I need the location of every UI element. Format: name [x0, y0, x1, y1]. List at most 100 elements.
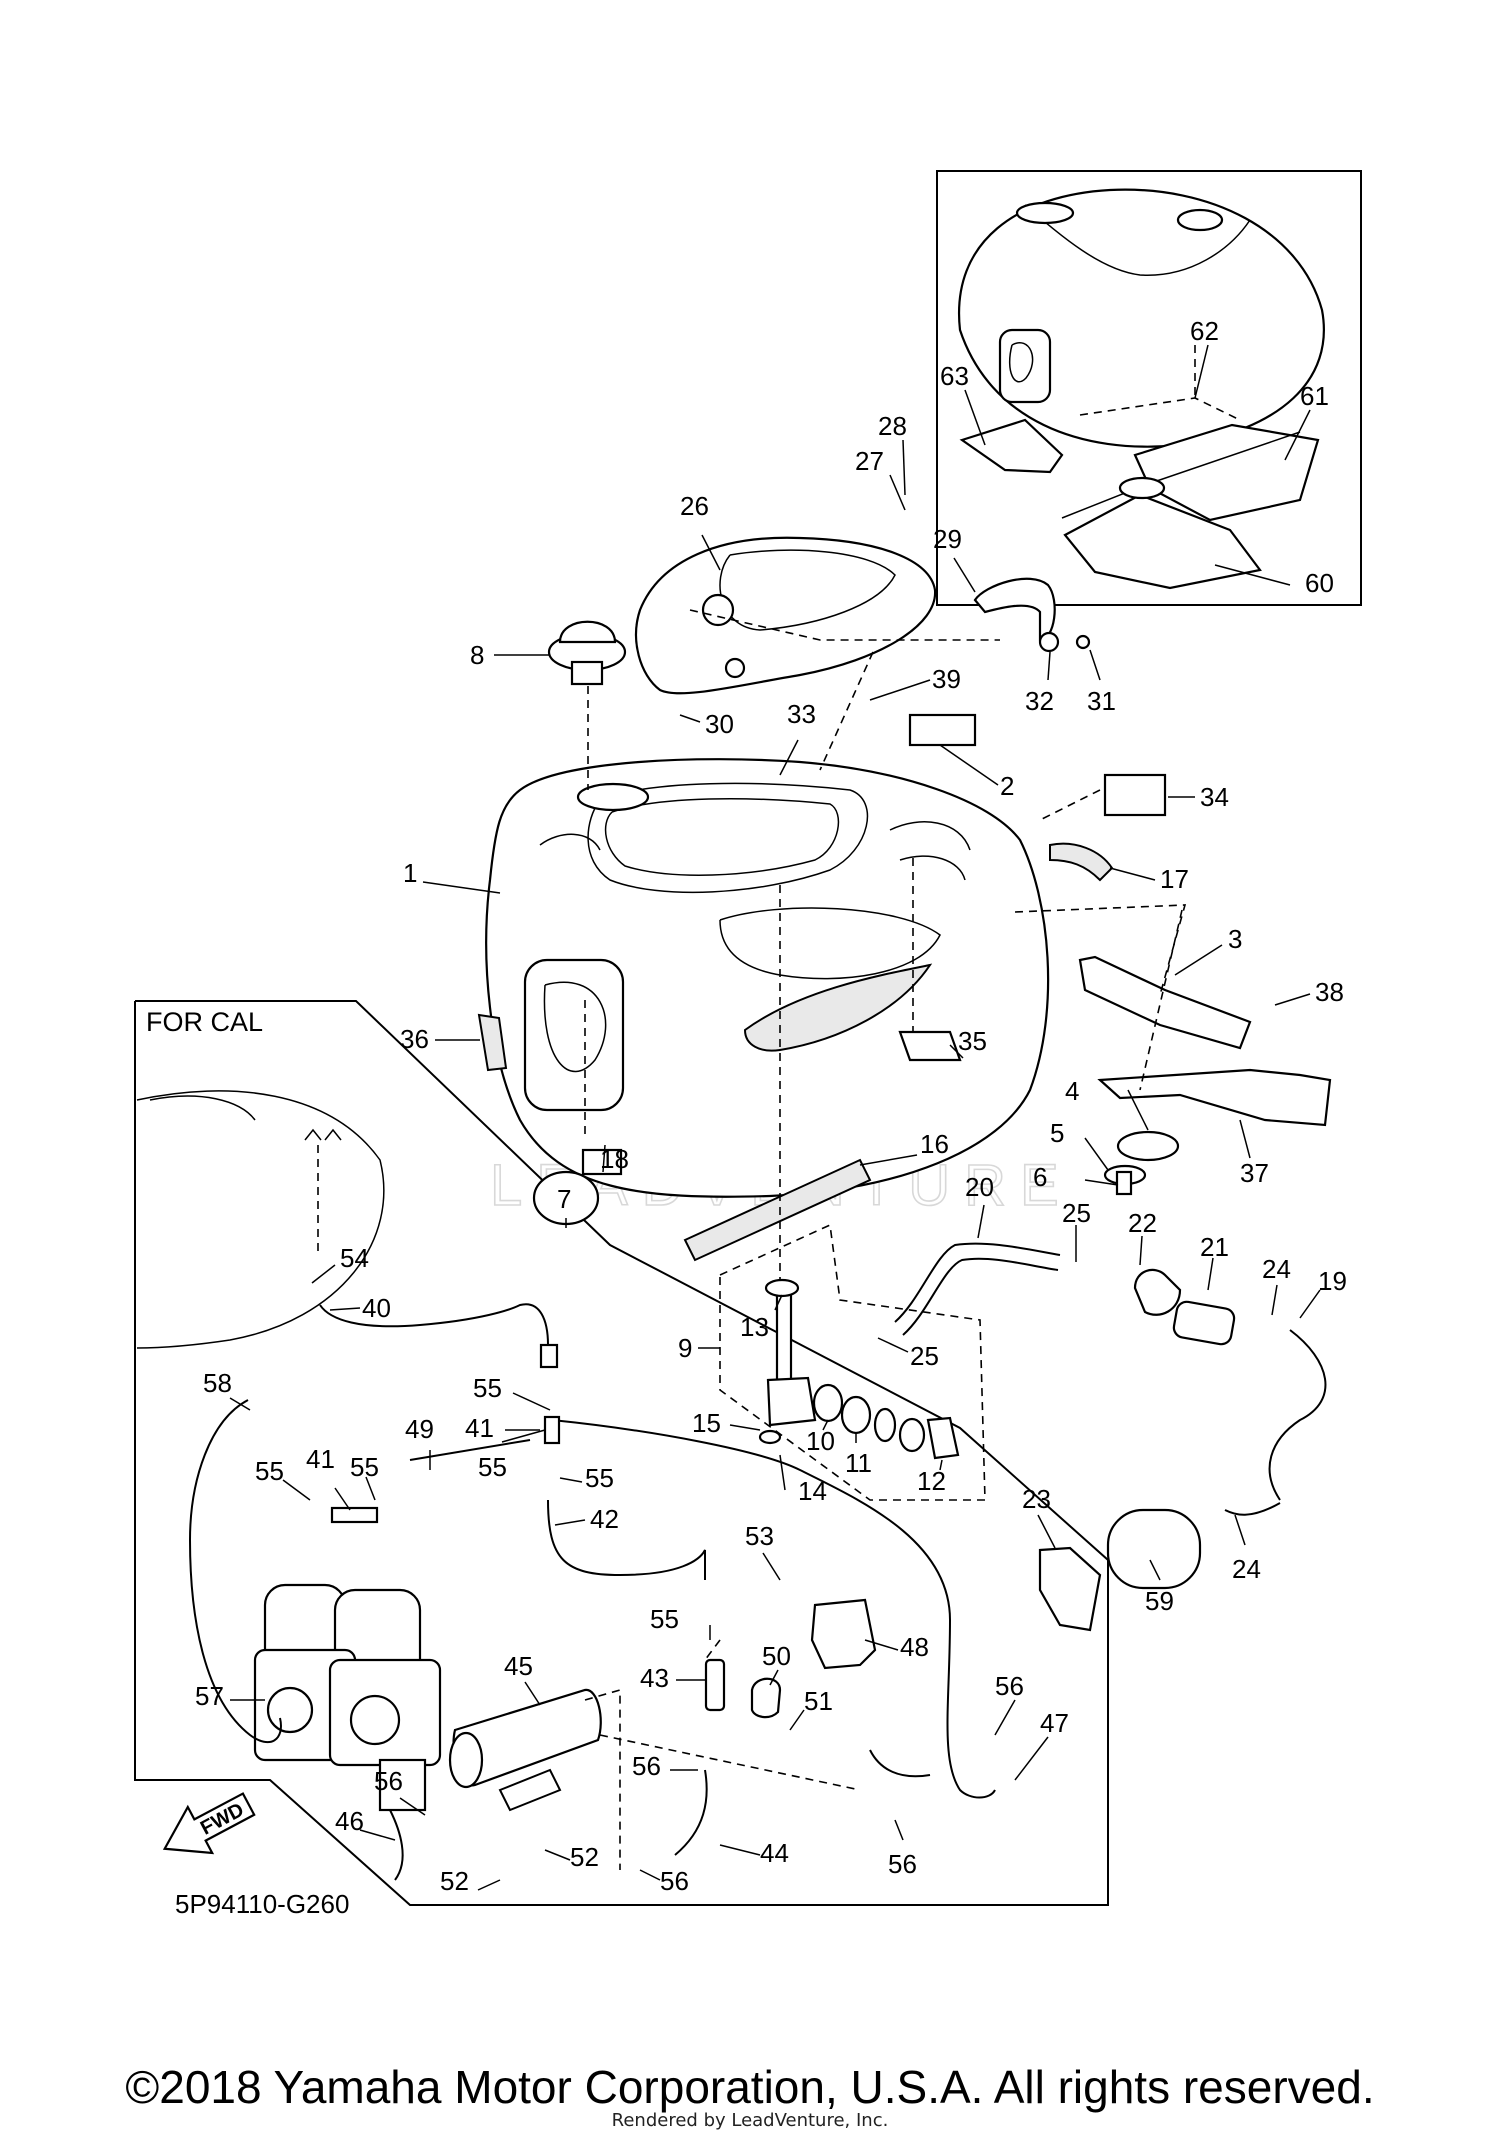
pad-62-center [1118, 476, 1166, 500]
callout: 33 [787, 699, 816, 729]
hose-47 [551, 1419, 996, 1799]
label-35 [898, 1030, 962, 1062]
bracket-3 [1078, 955, 1252, 1050]
callout: 25 [1062, 1198, 1091, 1228]
solenoid-48 [810, 1598, 877, 1670]
callout: 31 [1087, 686, 1116, 716]
callout: 56 [632, 1751, 661, 1781]
callout: 16 [920, 1129, 949, 1159]
callout: 11 [845, 1448, 872, 1478]
gasket-13 [764, 1278, 800, 1298]
fuel-filter-21 [1172, 1300, 1236, 1346]
damper-18 [581, 1148, 623, 1176]
callout: 51 [804, 1686, 833, 1716]
callout: 60 [1305, 568, 1334, 598]
callout: 39 [932, 664, 961, 694]
callout: 59 [1145, 1586, 1174, 1616]
callout: 37 [1240, 1158, 1269, 1188]
callout: 55 [350, 1452, 379, 1482]
callout: 30 [705, 709, 734, 739]
callout: 12 [917, 1466, 946, 1496]
callout: 23 [1022, 1484, 1051, 1514]
callout: 25 [910, 1341, 939, 1371]
hose-46 [389, 1809, 404, 1881]
callout: 1 [403, 858, 417, 888]
callout: 55 [473, 1373, 502, 1403]
pad-63 [959, 418, 1064, 474]
fuel-tank [485, 758, 1050, 1198]
callout: 26 [680, 491, 709, 521]
callout: 24 [1232, 1554, 1261, 1584]
callout: 14 [798, 1476, 827, 1506]
carburetors [253, 1583, 442, 1812]
callout: 17 [1160, 864, 1189, 894]
cal-tank-outline [136, 1090, 385, 1349]
bolt-6 [1115, 1170, 1133, 1196]
callout: 2 [1000, 771, 1014, 801]
joint-43 [704, 1658, 726, 1712]
seal-17 [1049, 842, 1114, 882]
callout: 5 [1050, 1118, 1064, 1148]
callout: 56 [374, 1766, 403, 1796]
callout: 13 [740, 1312, 769, 1342]
callout: 52 [440, 1866, 469, 1896]
callout: 57 [195, 1681, 224, 1711]
callout: 61 [1300, 381, 1329, 411]
tank-emblem [743, 963, 933, 1052]
callout: 34 [1200, 782, 1229, 812]
tank-cover [635, 536, 937, 695]
inset-tank [957, 188, 1325, 448]
hose-58 [188, 1399, 282, 1744]
callout: 18 [600, 1144, 629, 1174]
callout: 3 [1228, 924, 1242, 954]
copyright-text: ©2018 Yamaha Motor Corporation, U.S.A. A… [125, 2061, 1375, 2113]
hose-44 [674, 1769, 708, 1856]
callout: 53 [745, 1521, 774, 1551]
fuel-cock-group [719, 1223, 986, 1501]
hose-40 [319, 1303, 549, 1346]
pump-bracket-23 [1038, 1546, 1102, 1632]
callout: 47 [1040, 1708, 1069, 1738]
callout: 49 [405, 1414, 434, 1444]
callout: 56 [888, 1849, 917, 1879]
callout: 62 [1190, 316, 1219, 346]
callout: 9 [678, 1333, 692, 1363]
callout: 36 [400, 1024, 429, 1054]
callout: 63 [940, 361, 969, 391]
callout: 45 [504, 1651, 533, 1681]
hose-42 [547, 1499, 706, 1580]
filler-neck [576, 782, 650, 812]
label-2 [908, 713, 977, 747]
callout: 8 [470, 640, 484, 670]
callout: 41 [465, 1413, 494, 1443]
callouts: 1 2 3 4 5 6 7 8 9 10 11 12 13 14 15 16 1… [195, 316, 1347, 1896]
callout: 7 [557, 1184, 571, 1214]
joint-41b [330, 1506, 379, 1524]
callout: 56 [660, 1866, 689, 1896]
tank-side-opening [523, 958, 625, 1112]
fuel-pump-59 [1106, 1508, 1202, 1590]
hose-20 [894, 1242, 1061, 1323]
callout: 19 [1318, 1266, 1347, 1296]
cal-section-frame [134, 1000, 1109, 1906]
callout: 50 [762, 1641, 791, 1671]
callout: 21 [1200, 1232, 1229, 1262]
callout: 41 [306, 1444, 335, 1474]
damper-36 [477, 1013, 508, 1072]
callout: 22 [1128, 1208, 1157, 1238]
grommet-4 [1116, 1130, 1180, 1162]
bracket-37 [1097, 1068, 1332, 1127]
callout: 40 [362, 1293, 391, 1323]
callout: 6 [1033, 1162, 1047, 1192]
callout: 54 [340, 1243, 369, 1273]
rendered-by-text: Rendered by LeadVenture, Inc. [611, 2110, 889, 2131]
callout: 55 [585, 1463, 614, 1493]
inset-frame [936, 170, 1362, 606]
strip-16 [683, 1158, 872, 1262]
callout: 52 [570, 1842, 599, 1872]
callout: 48 [900, 1632, 929, 1662]
callout: 43 [640, 1663, 669, 1693]
callout: 58 [203, 1368, 232, 1398]
hose-19 [1268, 1329, 1327, 1501]
callout: 28 [878, 411, 907, 441]
